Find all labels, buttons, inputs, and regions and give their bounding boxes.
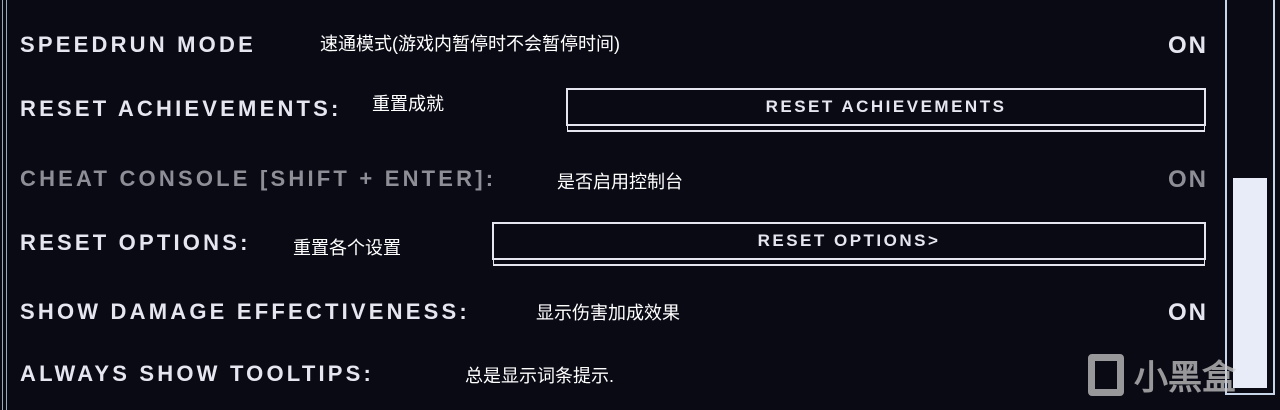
- scrollbar-thumb[interactable]: [1233, 178, 1267, 388]
- speedrun-mode-note: 速通模式(游戏内暂停时不会暂停时间): [320, 34, 620, 54]
- speedrun-mode-label: SPEEDRUN MODE: [20, 32, 256, 57]
- cheat-console-label: CHEAT CONSOLE [SHIFT + ENTER]:: [20, 166, 497, 191]
- watermark-logo-icon: [1088, 353, 1124, 396]
- tooltips-label: ALWAYS SHOW TOOLTIPS:: [20, 361, 375, 386]
- show-damage-label: SHOW DAMAGE EFFECTIVENESS:: [20, 299, 470, 324]
- cheat-console-note: 是否启用控制台: [557, 172, 683, 192]
- watermark: 小黑盒: [1088, 350, 1236, 399]
- reset-achievements-label: RESET ACHIEVEMENTS:: [20, 96, 342, 121]
- show-damage-toggle[interactable]: ON: [1168, 299, 1208, 326]
- reset-options-label: RESET OPTIONS:: [20, 230, 251, 255]
- scrollbar[interactable]: [1225, 0, 1275, 395]
- watermark-text: 小黑盒: [1134, 359, 1236, 397]
- cheat-console-toggle[interactable]: ON: [1168, 166, 1208, 193]
- reset-options-button[interactable]: RESET OPTIONS>: [492, 222, 1206, 260]
- show-damage-note: 显示伤害加成效果: [536, 303, 680, 323]
- tooltips-note: 总是显示词条提示.: [465, 366, 615, 386]
- speedrun-mode-toggle[interactable]: ON: [1168, 32, 1208, 59]
- frame-border: [2, 0, 7, 410]
- reset-options-note: 重置各个设置: [293, 238, 401, 258]
- reset-achievements-button[interactable]: RESET ACHIEVEMENTS: [566, 88, 1206, 126]
- reset-achievements-note: 重置成就: [372, 94, 444, 114]
